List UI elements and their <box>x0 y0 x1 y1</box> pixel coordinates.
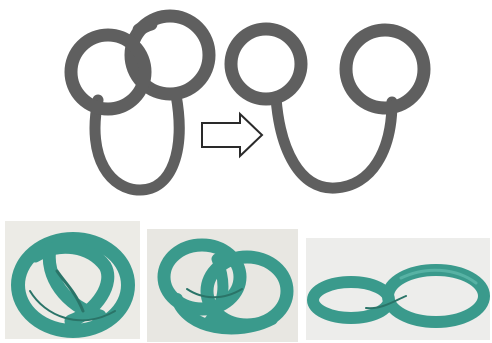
clay-pretzel-knot-photo <box>5 221 140 339</box>
right-arrow <box>202 114 262 156</box>
left-ring-overcross <box>139 24 151 30</box>
right-ring-left <box>231 29 301 99</box>
clay-knot-untwisting-photo <box>147 229 298 342</box>
knot-diagram-linked-rings <box>71 16 209 190</box>
clay-figure-eight-photo <box>306 238 490 340</box>
unknotted-figure-eight <box>231 29 424 188</box>
knot-transformation-diagram <box>0 0 492 200</box>
right-ring-right <box>346 30 424 108</box>
arrow-icon <box>202 114 262 156</box>
